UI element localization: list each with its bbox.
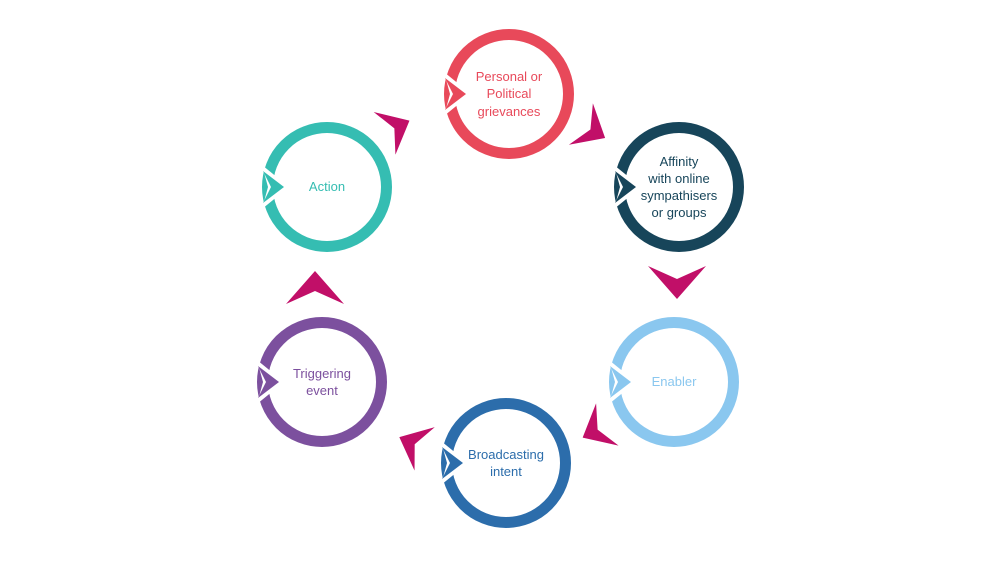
arrow-affinity-to-enabler-icon <box>648 266 706 299</box>
ring-arrowhead-icon <box>610 366 631 398</box>
arrow-action-to-grievances-icon <box>373 99 421 155</box>
node-label-affinity: Affinity with online sympathisers or gro… <box>640 153 718 221</box>
node-broadcasting-intent: Broadcasting intent <box>441 398 571 528</box>
ring-arrowhead-icon <box>263 171 284 203</box>
node-label-grievances: Personal or Political grievances <box>475 69 543 119</box>
ring-arrowhead-icon <box>615 171 636 203</box>
ring-arrowhead-icon <box>258 366 279 398</box>
ring-teal <box>262 122 392 252</box>
node-personal-political-grievances: Personal or Political grievances <box>444 29 574 159</box>
arrow-broadcasting-to-triggering-icon <box>389 415 435 471</box>
ring-arrowhead-icon <box>442 447 463 479</box>
node-triggering-event: Triggering event <box>257 317 387 447</box>
node-label-enabler: Enabler <box>651 374 697 390</box>
node-label-action: Action <box>308 179 346 195</box>
ring-navy <box>614 122 744 252</box>
node-label-broadcasting: Broadcasting intent <box>468 446 544 479</box>
ring-lightblue <box>609 317 739 447</box>
ring-purple <box>257 317 387 447</box>
ring-arrowhead-icon <box>445 78 466 110</box>
arrow-grievances-to-affinity-icon <box>568 103 617 159</box>
arrow-triggering-to-action-icon <box>286 271 344 304</box>
node-label-triggering: Triggering event <box>292 365 352 398</box>
node-enabler: Enabler <box>609 317 739 447</box>
ring-red <box>444 29 574 159</box>
node-affinity-online-sympathisers: Affinity with online sympathisers or gro… <box>614 122 744 252</box>
arrow-enabler-to-broadcasting-icon <box>571 403 619 459</box>
ring-blue <box>441 398 571 528</box>
node-action: Action <box>262 122 392 252</box>
